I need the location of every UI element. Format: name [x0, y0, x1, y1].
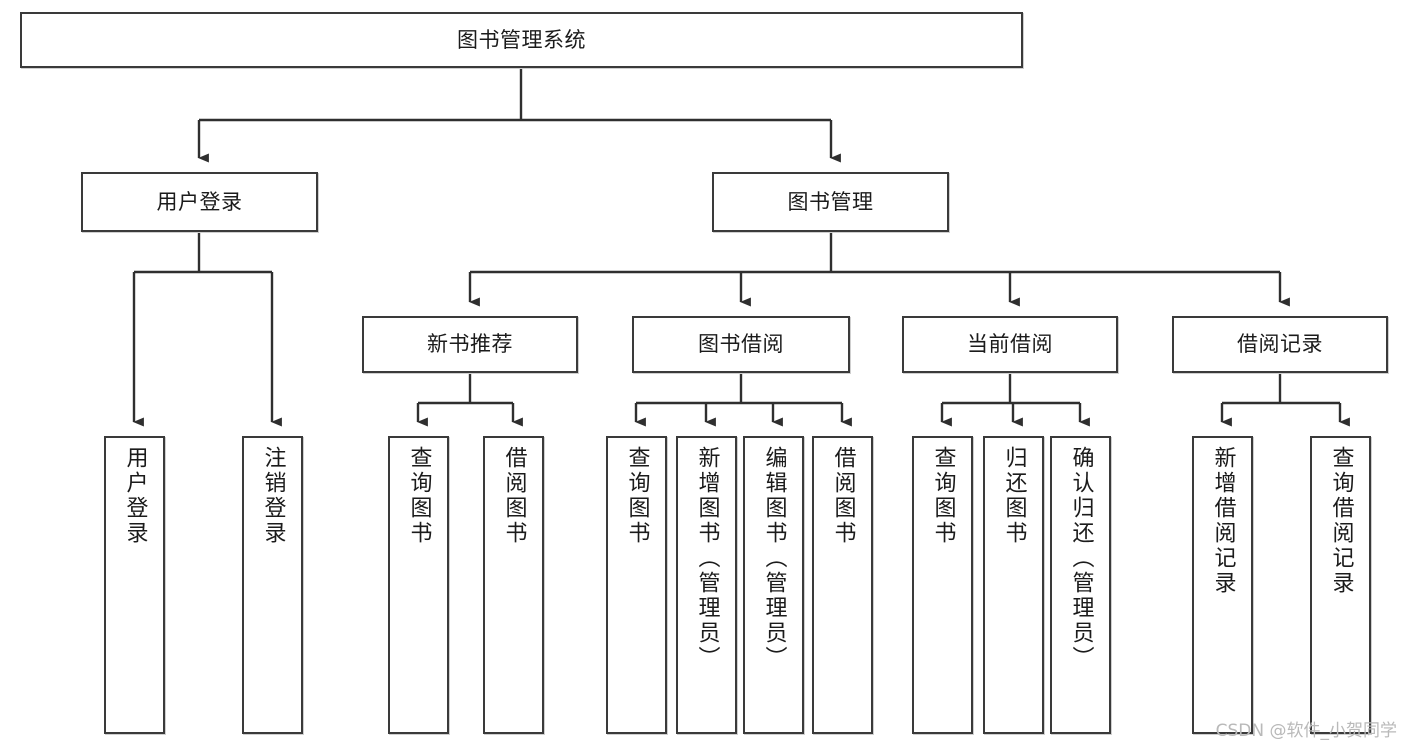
- node-book-management[interactable]: 图书管理: [712, 172, 949, 232]
- node-label: 归还图书: [1001, 446, 1027, 546]
- node-label: 借阅记录: [1237, 332, 1323, 357]
- node-new-book-recommendation[interactable]: 新书推荐: [362, 316, 578, 373]
- leaf-new-book-borrow[interactable]: 借阅图书: [483, 436, 544, 734]
- node-label: 新增图书（管理员）: [694, 446, 720, 671]
- node-label: 借阅图书: [501, 446, 527, 546]
- leaf-borrow-query-book[interactable]: 查询图书: [606, 436, 667, 734]
- node-borrowing-record[interactable]: 借阅记录: [1172, 316, 1388, 373]
- node-label: 查询借阅记录: [1328, 446, 1354, 596]
- node-label: 当前借阅: [967, 332, 1053, 357]
- node-label: 图书借阅: [698, 332, 784, 357]
- leaf-current-return-book[interactable]: 归还图书: [983, 436, 1044, 734]
- node-label: 用户登录: [156, 189, 243, 214]
- node-label: 新增借阅记录: [1210, 446, 1236, 596]
- leaf-user-login-signin[interactable]: 用户登录: [104, 436, 165, 734]
- leaf-new-book-query[interactable]: 查询图书: [388, 436, 449, 734]
- node-label: 查询图书: [930, 446, 956, 546]
- node-label: 注销登录: [260, 446, 286, 546]
- node-current-borrowing[interactable]: 当前借阅: [902, 316, 1118, 373]
- node-label: 借阅图书: [830, 446, 856, 546]
- leaf-borrow-add-book-admin[interactable]: 新增图书（管理员）: [676, 436, 737, 734]
- node-label: 确认归还（管理员）: [1068, 446, 1094, 671]
- leaf-user-login-signout[interactable]: 注销登录: [242, 436, 303, 734]
- node-root-book-management-system[interactable]: 图书管理系统: [20, 12, 1023, 68]
- node-label: 新书推荐: [427, 332, 513, 357]
- leaf-borrow-edit-book-admin[interactable]: 编辑图书（管理员）: [743, 436, 804, 734]
- leaf-record-query-borrow-record[interactable]: 查询借阅记录: [1310, 436, 1371, 734]
- node-label: 用户登录: [122, 446, 148, 546]
- node-label: 编辑图书（管理员）: [761, 446, 787, 671]
- leaf-borrow-borrow-book[interactable]: 借阅图书: [812, 436, 873, 734]
- node-book-borrowing[interactable]: 图书借阅: [632, 316, 850, 373]
- leaf-current-query-book[interactable]: 查询图书: [912, 436, 973, 734]
- node-label: 图书管理系统: [457, 27, 586, 52]
- node-label: 查询图书: [406, 446, 432, 546]
- leaf-current-confirm-return-admin[interactable]: 确认归还（管理员）: [1050, 436, 1111, 734]
- node-user-login[interactable]: 用户登录: [81, 172, 318, 232]
- node-label: 查询图书: [624, 446, 650, 546]
- node-label: 图书管理: [787, 189, 874, 214]
- leaf-record-add-borrow-record[interactable]: 新增借阅记录: [1192, 436, 1253, 734]
